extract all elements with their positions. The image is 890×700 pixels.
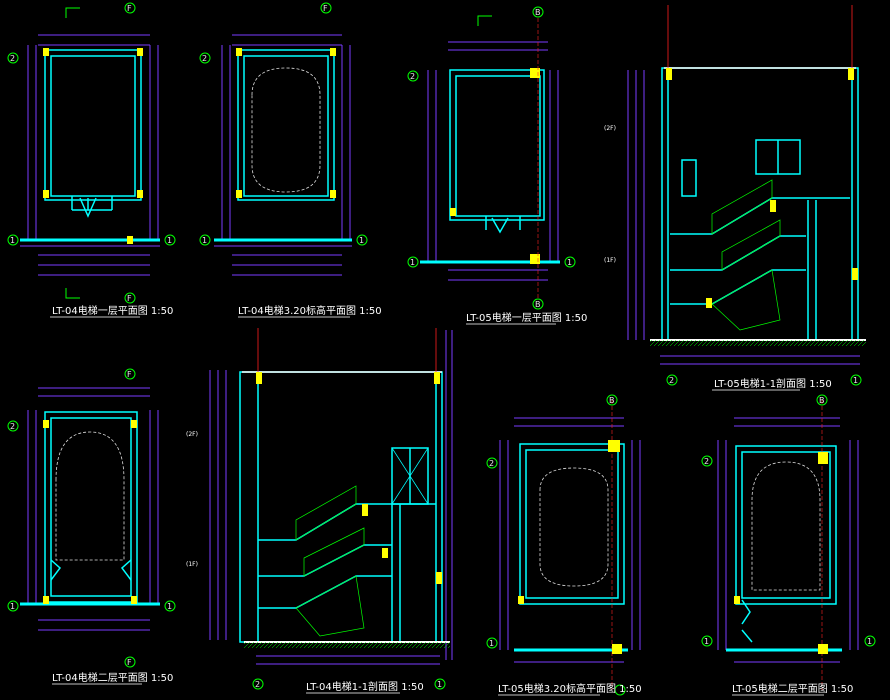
axis-markers bbox=[407, 6, 576, 310]
grid-bubble-b: B bbox=[609, 396, 615, 405]
grid-bubble-2: 2 bbox=[704, 457, 709, 466]
view-caption: LT-05电梯二层平面图 1:50 bbox=[732, 682, 853, 695]
grid-bubble-1: 1 bbox=[410, 258, 415, 267]
grid-bubble-1: 1 bbox=[10, 602, 15, 611]
stair-treads bbox=[711, 179, 781, 331]
floor-mark-2f: (2F) bbox=[186, 431, 198, 438]
view-caption: LT-04电梯3.20标高平面图 1:50 bbox=[238, 304, 382, 317]
dimension-lines bbox=[427, 41, 559, 281]
grid-bubble-1b: 1 bbox=[567, 258, 572, 267]
grid-bubble-1b: 1 bbox=[867, 637, 872, 646]
pillars bbox=[518, 440, 622, 654]
axis-markers bbox=[486, 394, 626, 696]
grid-bubble-f2: F bbox=[127, 658, 132, 667]
grid-bubble-1b: 1 bbox=[359, 236, 364, 245]
shaft-walls bbox=[735, 445, 837, 643]
pillars bbox=[666, 68, 858, 308]
axis-markers bbox=[7, 2, 176, 304]
dimension-lines bbox=[27, 34, 159, 276]
view-lt05-section[interactable]: (2F) (1F) 2 1 LT-05电梯1-1剖面图 1:50 bbox=[604, 5, 866, 391]
view-caption: LT-05电梯一层平面图 1:50 bbox=[466, 311, 587, 324]
section-walls bbox=[239, 371, 443, 643]
pillars bbox=[450, 68, 540, 264]
grid-bubble-1: 1 bbox=[853, 376, 858, 385]
stair-flights bbox=[670, 197, 850, 305]
floor-mark-2f: (2F) bbox=[604, 125, 616, 132]
view-caption: LT-05电梯1-1剖面图 1:50 bbox=[714, 377, 832, 390]
grid-bubble-1: 1 bbox=[202, 236, 207, 245]
car-outline bbox=[251, 67, 321, 193]
dimension-lines bbox=[627, 70, 860, 365]
view-caption: LT-04电梯一层平面图 1:50 bbox=[52, 304, 173, 317]
view-lt04-1f-plan[interactable]: 2 1 1 F F LT-04电梯一层平面图 1:50 bbox=[7, 2, 176, 318]
view-caption: LT-05电梯3.20标高平面图 1:50 bbox=[498, 682, 642, 695]
grid-bubble-b: B bbox=[819, 396, 825, 405]
view-lt05-2f-plan[interactable]: 2 1 1 B LT-05电梯二层平面图 1:50 bbox=[701, 394, 876, 696]
view-lt04-2f-plan[interactable]: 2 1 1 F F LT-04电梯二层平面图 1:50 bbox=[7, 368, 176, 685]
grid-bubble-1b: 1 bbox=[167, 236, 172, 245]
grid-bubble-2: 2 bbox=[410, 72, 415, 81]
shaft-walls bbox=[44, 49, 142, 218]
grid-bubble-1: 1 bbox=[10, 236, 15, 245]
pillars bbox=[43, 420, 137, 604]
grid-bubble-2: 2 bbox=[10, 54, 15, 63]
floor-mark-1f: (1F) bbox=[186, 561, 198, 568]
dimension-lines bbox=[717, 417, 859, 663]
grid-bubble-2: 2 bbox=[489, 459, 494, 468]
car-outline bbox=[751, 461, 821, 591]
shaft-walls bbox=[519, 443, 625, 605]
grid-bubble-f: F bbox=[127, 370, 132, 379]
grid-bubble-1b: 1 bbox=[167, 602, 172, 611]
car-outline bbox=[539, 467, 609, 587]
grid-bubble-b2: B bbox=[535, 300, 541, 309]
view-caption: LT-04电梯二层平面图 1:50 bbox=[52, 671, 173, 684]
grid-bubble-2: 2 bbox=[10, 422, 15, 431]
pillars bbox=[236, 48, 336, 198]
grid-bubble-f2: F bbox=[127, 294, 132, 303]
section-walls bbox=[661, 67, 859, 341]
axis-markers bbox=[701, 394, 876, 647]
shaft-walls bbox=[237, 49, 335, 201]
view-lt05-1f-plan[interactable]: 2 1 1 B B LT-05电梯一层平面图 1:50 bbox=[407, 6, 587, 325]
stair-treads bbox=[295, 485, 365, 637]
view-lt04-section[interactable]: (2F) (1F) 2 1 LT-04电梯1-1剖面图 1:50 bbox=[186, 328, 453, 694]
stair-flights bbox=[258, 503, 436, 609]
axis-markers bbox=[666, 374, 862, 386]
floor-mark-1f: (1F) bbox=[604, 257, 616, 264]
dimension-lines bbox=[209, 330, 453, 665]
grid-bubble-1: 1 bbox=[437, 680, 442, 689]
grid-bubble-2: 2 bbox=[255, 680, 260, 689]
axis-markers bbox=[199, 2, 368, 246]
dimension-lines bbox=[221, 34, 351, 276]
grid-bubble-f: F bbox=[323, 4, 328, 13]
shaft-walls bbox=[449, 69, 545, 234]
shaft-walls bbox=[44, 411, 138, 603]
grid-bubble-2: 2 bbox=[669, 376, 674, 385]
grid-bubble-f: F bbox=[127, 4, 132, 13]
view-caption: LT-04电梯1-1剖面图 1:50 bbox=[306, 680, 424, 693]
grid-bubble-b: B bbox=[535, 8, 541, 17]
grid-bubble-1: 1 bbox=[489, 639, 494, 648]
pillars bbox=[734, 452, 828, 654]
grid-bubble-1: 1 bbox=[704, 637, 709, 646]
view-lt05-320-plan[interactable]: 2 1 B LT-05电梯3.20标高平面图 1:50 bbox=[486, 394, 642, 696]
axis-markers bbox=[252, 678, 446, 690]
pillars bbox=[256, 372, 442, 584]
axis-markers bbox=[7, 368, 176, 668]
car-outline bbox=[55, 431, 125, 561]
grid-bubble-2: 2 bbox=[202, 54, 207, 63]
pillars bbox=[43, 48, 143, 244]
view-lt04-320-plan[interactable]: 2 1 1 F LT-04电梯3.20标高平面图 1:50 bbox=[199, 2, 382, 318]
dimension-lines bbox=[27, 387, 159, 631]
dimension-lines bbox=[499, 417, 641, 663]
